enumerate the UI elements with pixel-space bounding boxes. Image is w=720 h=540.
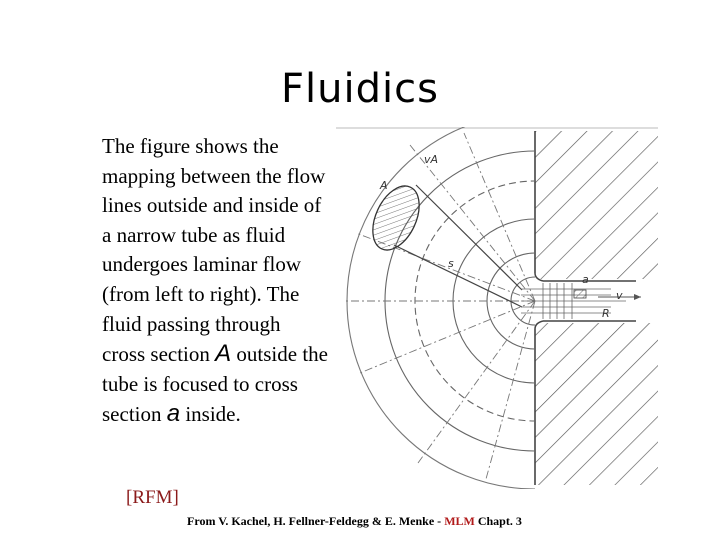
source-prefix: From V. Kachel, H. Fellner-Feldegg & E. … (187, 514, 445, 528)
slide-title: Fluidics (0, 66, 720, 112)
flow-arrow (598, 294, 641, 300)
body-part-3: inside. (180, 402, 241, 427)
body-part-1: The figure shows the mapping between the… (102, 134, 326, 367)
variable-a: a (166, 400, 181, 428)
source-credit: From V. Kachel, H. Fellner-Feldegg & E. … (187, 514, 522, 529)
flow-cone (372, 184, 523, 308)
cross-section-A (372, 185, 420, 251)
body-part-2: outside the tube is focused to cross sec… (102, 342, 328, 427)
label-R: R (602, 307, 610, 320)
title-text: Fluidics (281, 66, 439, 112)
label-a: a (582, 273, 589, 286)
wall (534, 131, 658, 485)
source-suffix: Chapt. 3 (474, 514, 522, 528)
radial-lines (346, 132, 536, 480)
flow-diagram-svg: vA A s a v R (336, 127, 658, 489)
label-vA: vA (424, 153, 438, 166)
variable-A: A (215, 340, 232, 368)
label-v: v (616, 289, 623, 302)
source-highlight: MLM (444, 514, 475, 528)
label-A: A (379, 179, 388, 192)
label-s: s (448, 257, 454, 270)
tube-grid (521, 283, 626, 319)
body-paragraph: The figure shows the mapping between the… (102, 132, 328, 430)
flow-diagram: vA A s a v R (336, 127, 658, 489)
citation: [RFM] (126, 487, 179, 508)
